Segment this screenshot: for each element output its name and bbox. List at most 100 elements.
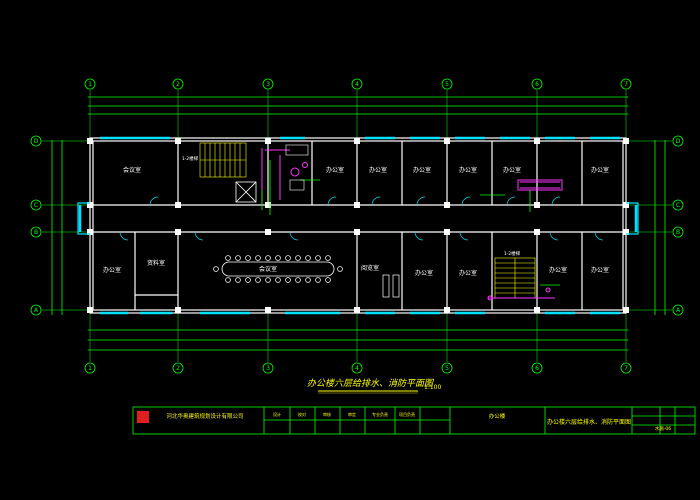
row-axis-label: D <box>34 138 39 145</box>
corridor-end-bays <box>77 202 639 235</box>
room-labels: 会议室1-2楼梯办公室办公室办公室办公室办公室办公室办公室资料室会议室阅览室办公… <box>103 155 609 277</box>
column-axis-label: 3 <box>266 81 270 88</box>
room-label-stair-south: 1-2楼梯 <box>504 250 521 257</box>
room-label-office-s2: 办公室 <box>415 269 433 277</box>
room-label-conference: 会议室 <box>259 265 277 273</box>
column-block <box>534 138 540 144</box>
structural-columns <box>87 138 629 313</box>
elevator-shaft <box>235 181 257 203</box>
row-axis-bubble: A <box>672 304 684 316</box>
project-name: 办公楼 <box>489 412 506 420</box>
room-label-stair-north: 1-2楼梯 <box>182 155 199 162</box>
title-block-field-label: 校对 <box>298 411 306 417</box>
company-name: 河北华奥建筑规划设计有限公司 <box>166 412 243 420</box>
column-block <box>534 202 540 208</box>
row-axis-bubble: B <box>30 226 42 238</box>
room-label-reading: 阅览室 <box>361 264 379 272</box>
row-axis-label: D <box>676 138 681 145</box>
column-block <box>265 307 271 313</box>
column-block <box>444 202 450 208</box>
scale-note: 1:100 <box>424 384 441 391</box>
row-axis-label: B <box>676 229 680 236</box>
column-block <box>175 202 181 208</box>
column-block <box>354 138 360 144</box>
column-block <box>175 307 181 313</box>
row-axis-bubble: D <box>672 135 684 147</box>
room-label-office-s3: 办公室 <box>459 269 477 277</box>
column-block <box>87 307 93 313</box>
column-block <box>444 307 450 313</box>
column-axis-bubble: 3 <box>262 78 274 90</box>
column-axis-bubble: 5 <box>441 78 453 90</box>
column-axis-label: 4 <box>355 81 359 88</box>
room-label-office-1: 会议室 <box>123 166 141 174</box>
column-block <box>265 138 271 144</box>
column-axis-bubble: 2 <box>172 78 184 90</box>
column-block <box>354 229 360 235</box>
column-axis-label: 6 <box>535 365 539 372</box>
column-axis-label: 4 <box>355 365 359 372</box>
column-block <box>87 202 93 208</box>
title-block-field-label: 设计 <box>273 411 281 417</box>
column-axis-bubble: 7 <box>620 78 632 90</box>
conference-table <box>213 255 343 283</box>
sheet-number: 水施-06 <box>655 425 671 432</box>
room-label-office-s4: 办公室 <box>549 266 567 274</box>
room-label-office-n2: 办公室 <box>369 166 387 174</box>
column-block <box>175 138 181 144</box>
row-axis-label: A <box>676 307 681 314</box>
row-axis-label: C <box>34 202 38 209</box>
sheet-title: 办公楼六层给排水、消防平面图 <box>547 418 631 426</box>
column-block <box>623 307 629 313</box>
row-axis-label: C <box>676 202 680 209</box>
side-dimension-lines <box>51 140 666 315</box>
column-axis-bubble: 1 <box>84 78 96 90</box>
column-axis-bubble: 4 <box>351 362 363 374</box>
column-block <box>265 202 271 208</box>
column-axis-label: 7 <box>624 365 628 372</box>
column-block <box>354 307 360 313</box>
column-block <box>623 202 629 208</box>
column-block <box>623 138 629 144</box>
column-block <box>175 229 181 235</box>
column-block <box>534 307 540 313</box>
room-label-archive: 资料室 <box>147 259 165 267</box>
column-block <box>87 138 93 144</box>
column-block <box>444 138 450 144</box>
column-axis-label: 5 <box>445 365 449 372</box>
row-axis-bubble: C <box>30 199 42 211</box>
column-axis-label: 6 <box>535 81 539 88</box>
column-axis-bubble: 7 <box>620 362 632 374</box>
column-block <box>265 229 271 235</box>
column-axis-bubble: 6 <box>531 78 543 90</box>
reading-room-shelves <box>382 274 400 298</box>
column-axis-label: 3 <box>266 365 270 372</box>
column-axis-label: 5 <box>445 81 449 88</box>
column-block <box>534 229 540 235</box>
company-logo <box>137 411 149 423</box>
column-axis-bubble: 6 <box>531 362 543 374</box>
column-axis-bubble: 4 <box>351 78 363 90</box>
row-axis-label: B <box>34 229 38 236</box>
column-axis-label: 2 <box>176 81 180 88</box>
title-block-field-label: 审核 <box>323 411 331 417</box>
room-label-office-n3: 办公室 <box>413 166 431 174</box>
row-axis-bubble: A <box>30 304 42 316</box>
door-swings <box>119 196 604 241</box>
column-block <box>623 229 629 235</box>
room-label-office-n5: 办公室 <box>503 166 521 174</box>
title-block-field-label: 审定 <box>348 411 356 417</box>
column-block <box>354 202 360 208</box>
room-label-office-n1: 办公室 <box>326 166 344 174</box>
north-stair <box>199 142 247 178</box>
room-label-office-n6: 办公室 <box>591 166 609 174</box>
column-axis-label: 1 <box>88 365 92 372</box>
title-block-fields: 设计校对审核审定专业负责项目负责 <box>273 411 415 417</box>
column-block <box>444 229 450 235</box>
drawing-title: 办公楼六层给排水、消防平面图 <box>307 378 435 389</box>
column-axis-label: 2 <box>176 365 180 372</box>
fixture-hatching <box>285 144 309 191</box>
room-label-office-s5: 办公室 <box>591 266 609 274</box>
